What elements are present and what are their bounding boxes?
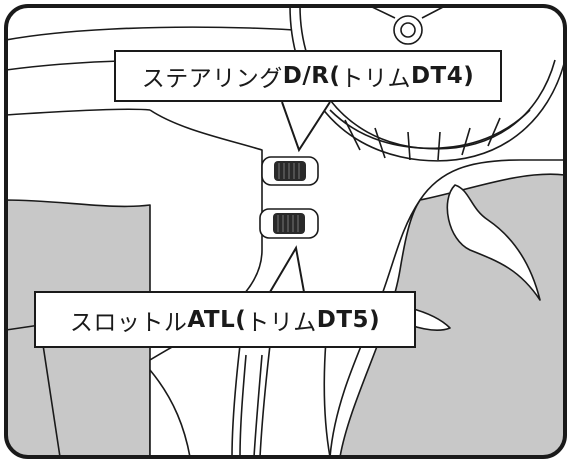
throttle-callout-prefix: スロットル [69,309,188,336]
throttle-callout-trim: DT5) [316,306,381,333]
steering-callout-code: D/R( [282,63,341,89]
steering-callout-pointer [281,101,331,153]
steering-dr-callout: ステアリング D/R( トリム DT4) [114,50,502,102]
steering-dr-switch[interactable] [261,156,319,186]
throttle-trigger [446,184,541,301]
throttle-callout-pointer [269,245,305,293]
throttle-callout-mid: トリム [246,309,317,336]
throttle-atl-callout: スロットル ATL( トリム DT5) [34,291,416,348]
throttle-atl-switch[interactable] [259,208,319,239]
steering-callout-mid: トリム [340,66,411,92]
steering-callout-prefix: ステアリング [141,66,283,92]
body-top-outline [6,26,331,41]
throttle-callout-code: ATL( [187,306,247,333]
steering-callout-trim: DT4) [410,63,475,89]
